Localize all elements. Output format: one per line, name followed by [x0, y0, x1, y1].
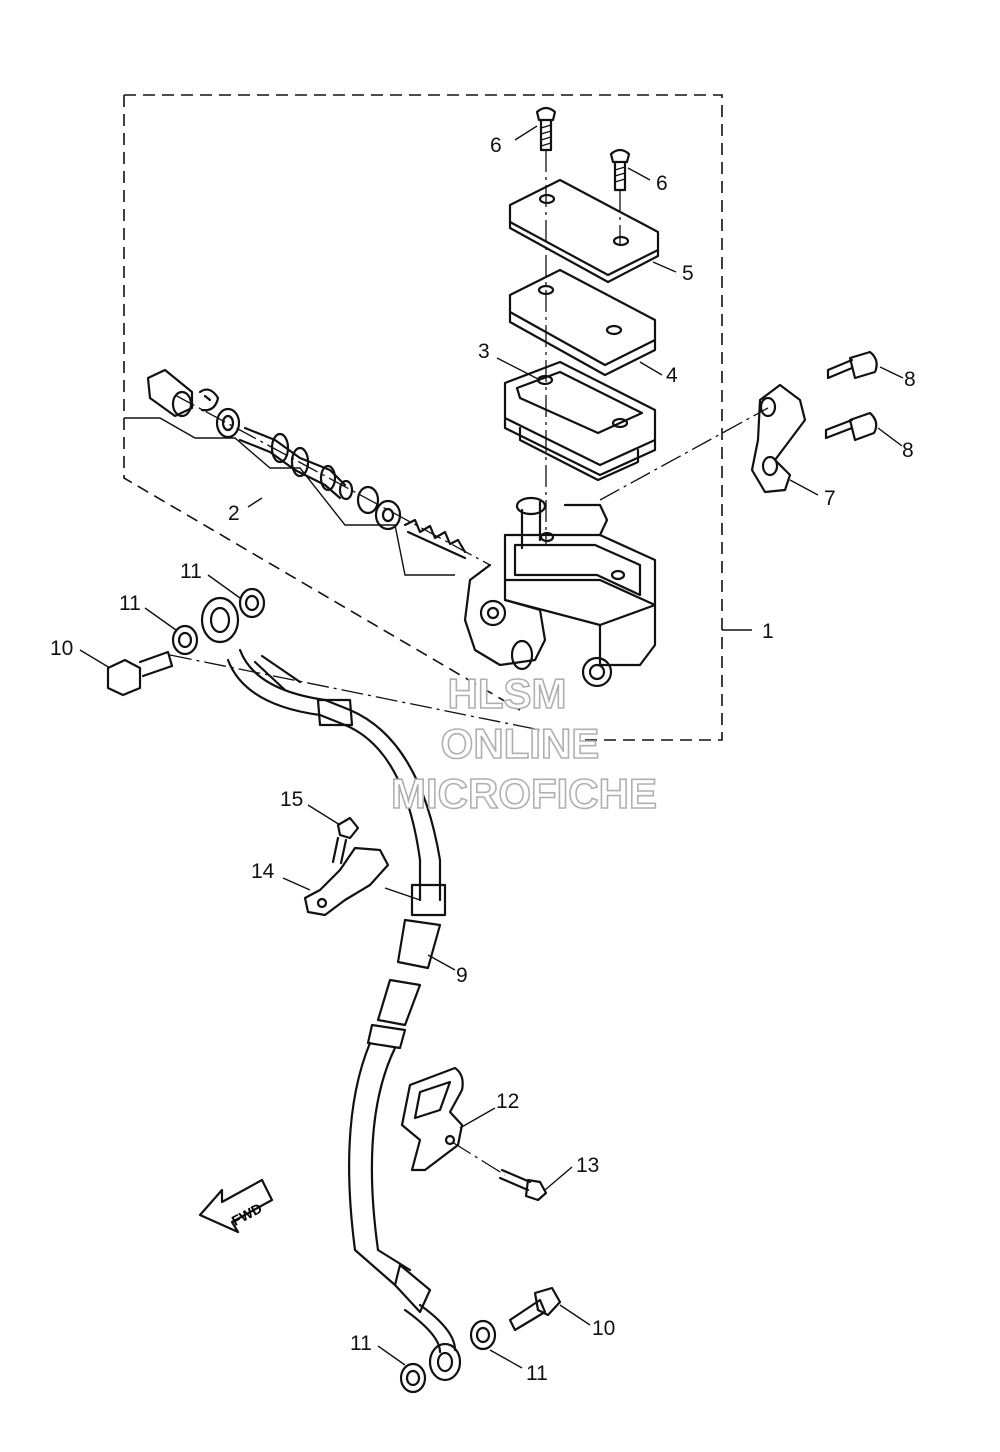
- callout-1: 1: [762, 620, 774, 643]
- piston-kit: [124, 368, 491, 576]
- clamp-bolt: [498, 1168, 548, 1202]
- assembly-boundary: [123, 94, 723, 741]
- watermark: HLSM ONLINE MICROFICHE: [390, 669, 658, 818]
- callout-4: 4: [666, 364, 678, 387]
- cap-screw-left: [535, 106, 557, 152]
- hose-bracket: [303, 846, 390, 917]
- bracket-bolt: [331, 816, 360, 865]
- callout-12: 12: [496, 1090, 519, 1113]
- clamp-bolt-upper: [826, 350, 878, 380]
- banjo-fitting-lower: [428, 1342, 462, 1382]
- reservoir-cap: [508, 178, 660, 284]
- callout-15: 15: [280, 788, 303, 811]
- callout-2: 2: [228, 502, 240, 525]
- holder-clamp: [750, 383, 807, 494]
- watermark-line-3: MICROFICHE: [391, 770, 657, 817]
- gasket-upper-a: [238, 587, 266, 619]
- callout-8-lower: 8: [902, 439, 914, 462]
- watermark-line-2: ONLINE: [441, 720, 600, 767]
- axis-upper-union: [169, 654, 541, 731]
- callout-3: 3: [478, 340, 490, 363]
- callout-6-right: 6: [656, 172, 668, 195]
- fwd-arrow-icon: FWD: [198, 1178, 274, 1234]
- gasket-lower-a: [399, 1362, 427, 1394]
- union-bolt-upper: [106, 650, 174, 697]
- leader-lines: [79, 125, 904, 1369]
- cap-screw-right: [609, 148, 631, 192]
- callout-7: 7: [824, 487, 836, 510]
- callout-8-upper: 8: [904, 368, 916, 391]
- brake-hose: [226, 648, 457, 1354]
- callout-11-upper-b: 11: [119, 592, 141, 615]
- hose-clamp: [400, 1066, 464, 1172]
- callout-5: 5: [682, 262, 694, 285]
- banjo-fitting-upper: [200, 596, 240, 644]
- callout-9: 9: [456, 964, 468, 987]
- callout-10-lower: 10: [592, 1317, 615, 1340]
- watermark-line-1: HLSM: [448, 670, 567, 717]
- callout-10-upper: 10: [50, 637, 73, 660]
- master-cylinder-body: [463, 496, 657, 688]
- callout-14: 14: [251, 860, 275, 883]
- diaphragm: [508, 268, 657, 377]
- axis-clamp-bolt: [451, 1141, 506, 1176]
- callout-11-lower-a: 11: [350, 1332, 372, 1355]
- fwd-label: FWD: [229, 1200, 265, 1229]
- callout-6-left: 6: [490, 134, 502, 157]
- callout-11-upper-a: 11: [180, 560, 202, 583]
- union-bolt-lower: [508, 1286, 562, 1332]
- callout-11-lower-b: 11: [526, 1362, 548, 1385]
- axis-clamp: [599, 407, 769, 501]
- clamp-bolt-lower: [824, 411, 878, 442]
- callout-13: 13: [576, 1154, 599, 1177]
- gasket-upper-b: [171, 624, 199, 656]
- diaphragm-holder: [503, 360, 657, 482]
- gasket-lower-b: [469, 1319, 497, 1351]
